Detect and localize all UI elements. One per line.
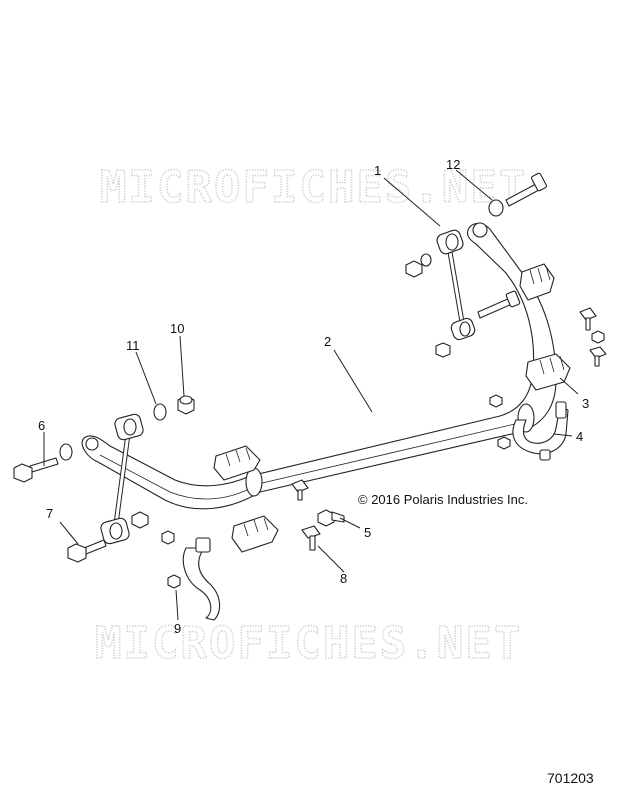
callout-8: 8 <box>340 571 347 586</box>
nut-10 <box>177 395 195 415</box>
callout-7: 7 <box>46 506 53 521</box>
callout-6: 6 <box>38 418 45 433</box>
callout-10: 10 <box>170 321 184 336</box>
bolt-12 <box>505 172 548 207</box>
clamp-right-4 <box>512 401 569 461</box>
nut-link-right-bottom <box>435 342 451 358</box>
bolt-link-right <box>477 290 521 319</box>
leader-10 <box>179 335 185 397</box>
nut-left-link <box>131 511 149 529</box>
nut-right-small <box>591 330 605 344</box>
bolt-8 <box>301 525 321 551</box>
bushing-center-lower <box>231 515 279 553</box>
watermark-bottom: MICROFICHES.NET <box>95 618 522 669</box>
leader-12 <box>455 169 493 201</box>
link-rod-left <box>100 413 144 545</box>
bolt-right-small <box>579 307 597 331</box>
bolt-right-small-2 <box>589 346 607 367</box>
bushing-center-upper <box>213 445 261 481</box>
callout-3: 3 <box>582 396 589 411</box>
fitting-5 <box>317 509 345 527</box>
nut-right-mid <box>489 394 503 408</box>
bar-end-eye <box>472 222 488 238</box>
nut-link-right-top <box>405 253 432 278</box>
nut-9 <box>167 574 181 589</box>
bolt-6 <box>13 457 59 483</box>
washer-6 <box>59 443 73 461</box>
nut-left-mid <box>161 530 175 545</box>
leader-4 <box>553 433 573 437</box>
leader-11 <box>135 351 157 405</box>
bushing-right-upper <box>519 263 555 301</box>
leader-2 <box>333 349 373 413</box>
bar-end-eye-left <box>85 437 99 451</box>
bolt-7 <box>67 539 107 563</box>
leader-3 <box>559 377 579 395</box>
callout-4: 4 <box>576 429 583 444</box>
washer-12 <box>488 199 504 217</box>
leader-8 <box>317 545 345 573</box>
callout-11: 11 <box>126 338 140 353</box>
watermark-top: MICROFICHES.NET <box>100 162 527 213</box>
washer-11 <box>153 403 167 421</box>
callout-12: 12 <box>446 157 460 172</box>
bolt-center-top <box>291 479 309 501</box>
clamp-left <box>182 537 221 621</box>
leader-9 <box>175 589 179 621</box>
copyright-notice: © 2016 Polaris Industries Inc. <box>358 492 528 507</box>
bushing-right-3 <box>525 353 571 391</box>
callout-1: 1 <box>374 163 381 178</box>
callout-5: 5 <box>364 525 371 540</box>
link-rod-right <box>436 229 476 341</box>
stabilizer-bar <box>81 222 557 510</box>
callout-2: 2 <box>324 334 331 349</box>
leader-5 <box>339 517 361 529</box>
nut-right-low <box>497 436 511 450</box>
leader-7 <box>59 521 79 545</box>
callout-9: 9 <box>174 621 181 636</box>
leader-1 <box>383 177 441 227</box>
drawing-number: 701203 <box>547 770 594 786</box>
